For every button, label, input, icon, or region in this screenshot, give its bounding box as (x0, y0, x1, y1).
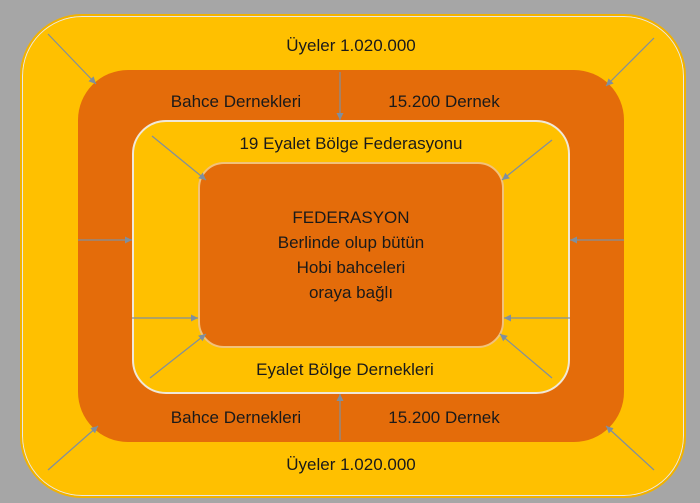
arrow-top-right-outer (605, 37, 655, 87)
arrow-bottom-left-outer (47, 425, 99, 471)
core-line-2: Berlinde olup bütün (277, 233, 425, 252)
arrow-bottom-right-inner (499, 333, 553, 379)
arrow-bottom-left-inner (149, 333, 207, 379)
arrow-top-left-outer (47, 33, 97, 85)
core-line-1: FEDERASYON (292, 208, 410, 227)
core-line-4: oraya bağlı (308, 283, 394, 302)
core-line-3: Hobi bahceleri (296, 258, 406, 277)
state-associations-label: Eyalet Bölge Dernekleri (256, 360, 434, 379)
federation-core (198, 162, 504, 348)
state-federations-label: 19 Eyalet Bölge Federasyonu (239, 134, 463, 153)
arrow-bottom-right-outer (605, 425, 655, 471)
arrow-top-right-inner (501, 139, 553, 181)
association-count-label-top: 15.200 Dernek (388, 92, 500, 111)
association-count-label-bottom: 15.200 Dernek (388, 408, 500, 427)
federation-core-text: FEDERASYON Berlinde olup bütün Hobi bahc… (198, 162, 504, 348)
arrow-top-left-inner (151, 135, 207, 181)
garden-associations-label-top: Bahce Dernekleri (170, 92, 302, 111)
members-label-top: Üyeler 1.020.000 (286, 36, 416, 55)
members-label-bottom: Üyeler 1.020.000 (286, 455, 416, 474)
garden-associations-label-bottom: Bahce Dernekleri (170, 408, 302, 427)
